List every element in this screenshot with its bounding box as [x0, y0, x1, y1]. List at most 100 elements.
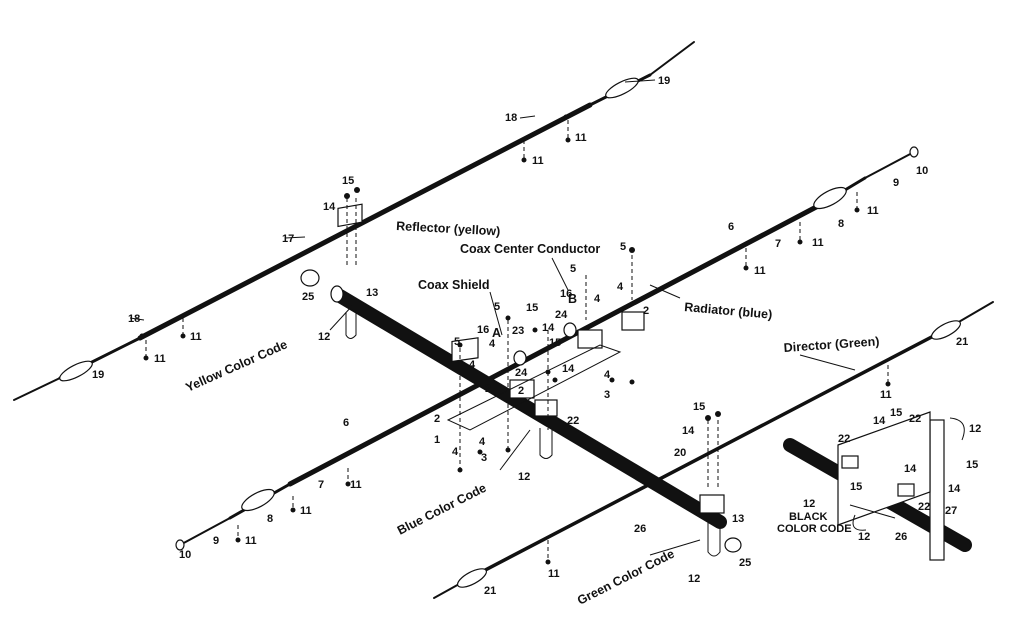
part-5-d: 5	[454, 336, 460, 348]
part-12-c: 12	[688, 573, 700, 585]
part-5-b: 5	[570, 263, 576, 275]
part-22-c: 22	[838, 433, 850, 445]
part-11-i: 11	[300, 505, 312, 517]
part-14-e: 14	[873, 415, 886, 427]
part-14-c: 14	[562, 363, 575, 375]
part-7-left: 7	[318, 479, 324, 491]
part-24-b: 24	[515, 367, 528, 379]
part-11-k: 11	[548, 568, 560, 580]
part-22-a: 22	[567, 415, 579, 427]
director-element	[433, 301, 994, 599]
part-20: 20	[674, 447, 686, 459]
part-4-e: 4	[604, 369, 611, 381]
part-14-a: 14	[323, 201, 336, 213]
part-11-d: 11	[154, 353, 166, 365]
part-1: 1	[434, 434, 440, 446]
part-11-f: 11	[812, 237, 824, 249]
part-15-b: 15	[526, 302, 538, 314]
part-numbers: 19 18 11 11 15 14 17 25 13 12 18 11 11 1…	[92, 75, 981, 597]
part-15-d: 15	[693, 401, 705, 413]
part-12-a: 12	[318, 331, 330, 343]
part-4-c: 4	[489, 338, 496, 350]
part-14-g: 14	[948, 483, 961, 495]
part-8-left: 8	[267, 513, 273, 525]
radiator-element	[175, 146, 919, 551]
label-coax-center: Coax Center Conductor	[460, 242, 600, 256]
part-25-b: 25	[739, 557, 751, 569]
part-2-a: 2	[643, 305, 649, 317]
part-11-a: 11	[575, 132, 587, 144]
part-10-left: 10	[179, 549, 191, 561]
part-25-a: 25	[302, 291, 314, 303]
part-22-b: 22	[909, 413, 921, 425]
part-14-b: 14	[542, 322, 555, 334]
part-7-right: 7	[775, 238, 781, 250]
part-21-right: 21	[956, 336, 968, 348]
boom	[330, 285, 727, 529]
label-green-code: Green Color Code	[575, 547, 677, 608]
part-12-e: 12	[803, 498, 815, 510]
part-4-a: 4	[617, 281, 624, 293]
part-27: 27	[945, 505, 957, 517]
label-blue-code: Blue Color Code	[395, 481, 489, 538]
part-11-g: 11	[754, 265, 766, 277]
label-director: Director (Green)	[783, 334, 880, 355]
part-2-b: 2	[485, 383, 491, 395]
part-18-left: 18	[128, 313, 140, 325]
part-8-right: 8	[838, 218, 844, 230]
mast-mount-inset	[783, 411, 972, 561]
part-11-e: 11	[867, 205, 879, 217]
part-13-b: 13	[732, 513, 744, 525]
part-3-b: 3	[481, 452, 487, 464]
part-11-h: 11	[350, 479, 362, 491]
part-4-g: 4	[452, 446, 459, 458]
part-16-b: 16	[477, 324, 489, 336]
part-9-right: 9	[893, 177, 899, 189]
label-point-a: A	[492, 326, 501, 340]
label-black-code-2: COLOR CODE	[777, 523, 852, 535]
part-26-a: 26	[634, 523, 646, 535]
part-14-f: 14	[904, 463, 917, 475]
part-21-bottom: 21	[484, 585, 496, 597]
part-14-d: 14	[682, 425, 695, 437]
part-26-b: 26	[895, 531, 907, 543]
part-9-left: 9	[213, 535, 219, 547]
label-black-code-1: BLACK	[789, 511, 828, 523]
label-coax-shield: Coax Shield	[418, 278, 490, 292]
label-reflector: Reflector (yellow)	[396, 219, 501, 238]
part-15-f: 15	[966, 459, 978, 471]
part-2-d: 2	[434, 413, 440, 425]
part-10-right: 10	[916, 165, 928, 177]
part-17: 17	[282, 233, 294, 245]
part-6-right: 6	[728, 221, 734, 233]
part-12-f: 12	[858, 531, 870, 543]
part-22-d: 22	[918, 501, 930, 513]
part-5-c: 5	[494, 301, 500, 313]
part-15-g: 15	[850, 481, 862, 493]
label-yellow-code: Yellow Color Code	[184, 337, 290, 394]
part-12-b: 12	[518, 471, 530, 483]
part-2-c: 2	[518, 385, 524, 397]
part-16-a: 16	[560, 288, 572, 300]
part-18-top: 18	[505, 112, 517, 124]
reflector-element	[13, 41, 695, 401]
part-6-left: 6	[343, 417, 349, 429]
part-13-a: 13	[366, 287, 378, 299]
part-4-f: 4	[479, 436, 486, 448]
label-radiator: Radiator (blue)	[684, 300, 773, 322]
part-11-c: 11	[190, 331, 202, 343]
label-point-b: B	[568, 292, 577, 306]
part-5-a: 5	[620, 241, 626, 253]
part-19-top: 19	[658, 75, 670, 87]
part-23: 23	[512, 325, 524, 337]
part-3-a: 3	[604, 389, 610, 401]
hardware	[143, 120, 891, 565]
part-15-e: 15	[890, 407, 902, 419]
part-24-a: 24	[555, 309, 568, 321]
part-11-b: 11	[532, 155, 544, 167]
part-15-c: 15	[549, 337, 561, 349]
part-11-l: 11	[880, 389, 892, 401]
part-4-d: 4	[469, 359, 476, 371]
part-4-b: 4	[594, 293, 601, 305]
